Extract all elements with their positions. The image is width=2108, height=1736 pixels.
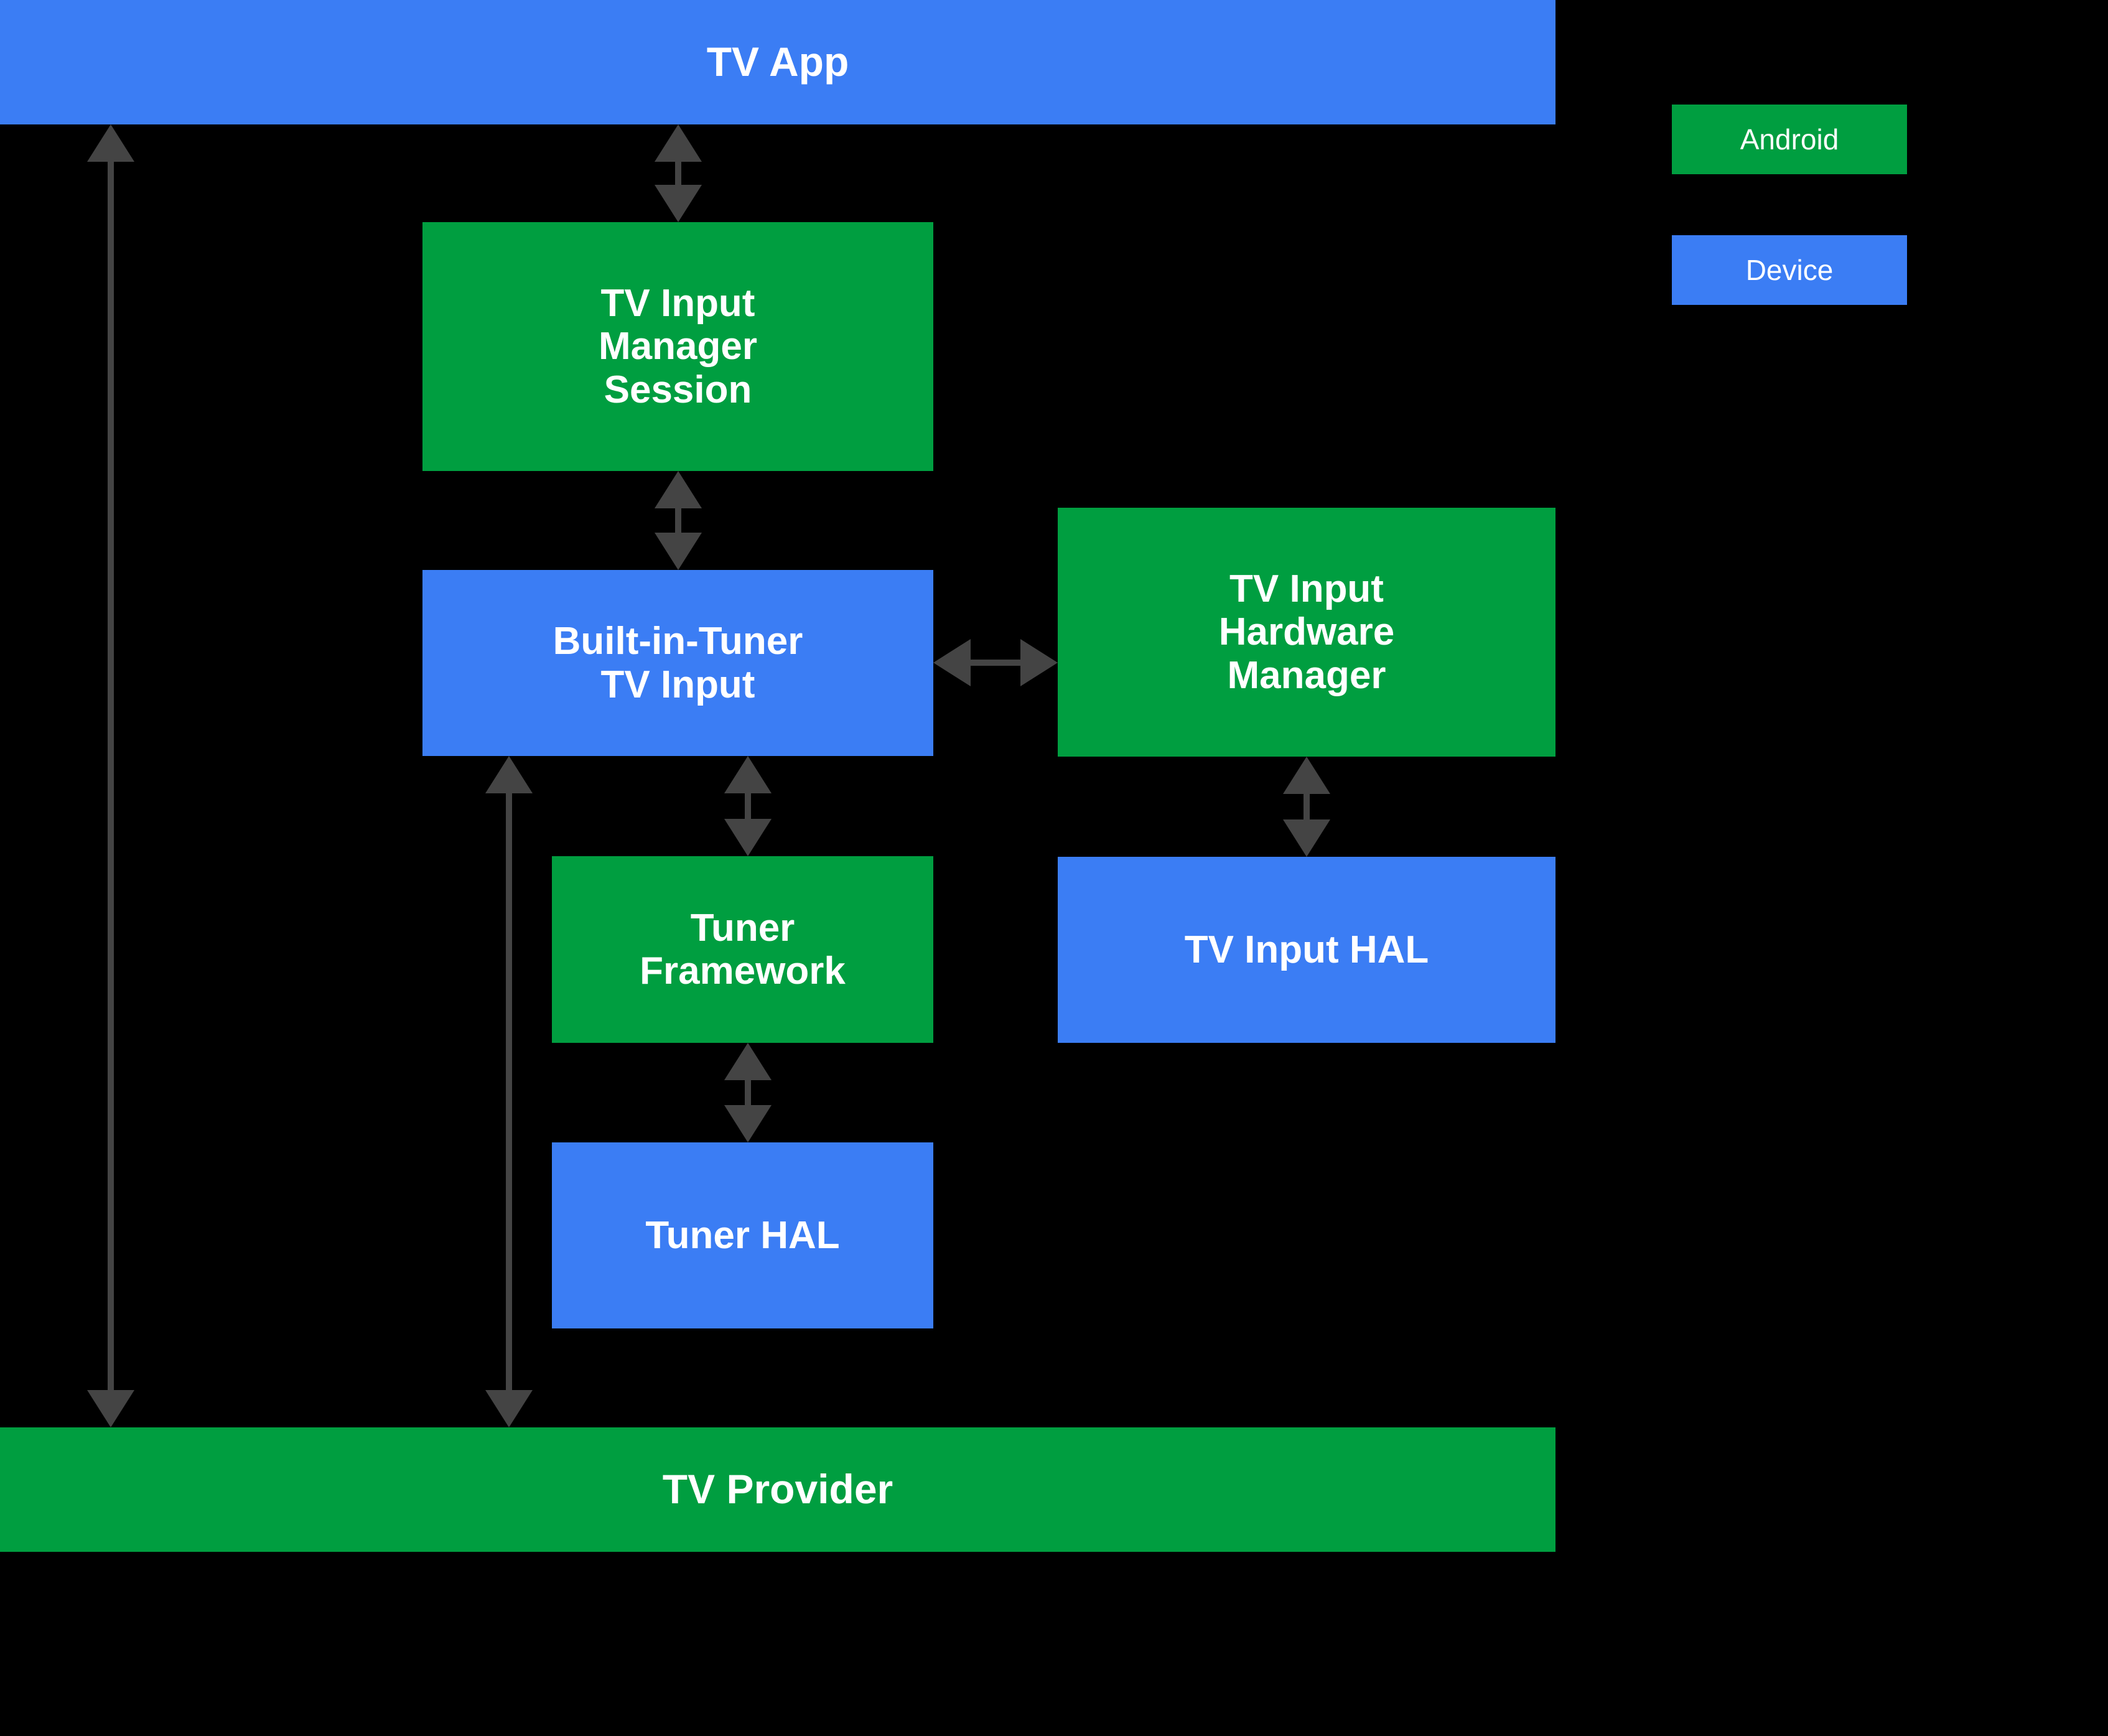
arrowhead-up [87,124,134,162]
arrowhead-up [1283,757,1330,794]
arrowhead-down [1283,819,1330,857]
arrowhead-down [724,1105,772,1142]
arrowhead-down [724,819,772,856]
arrow-shaft [108,159,114,1393]
arrowhead-down [655,185,702,222]
arrow-shaft [506,791,512,1393]
arrow-shaft [745,1076,751,1109]
arrow-built-in-tuner-tv-input-to-tv-input-hardware-manager [933,639,1058,686]
node-tv-provider: TV Provider [0,1427,1555,1552]
arrowhead-up [655,124,702,162]
arrowhead-right [1020,639,1058,686]
arrow-shaft [745,790,751,823]
arrowhead-down [87,1390,134,1427]
arrow-shaft [1304,790,1310,823]
node-tv-input-hal: TV Input HAL [1058,857,1555,1043]
arrow-shaft [675,157,681,190]
arrowhead-up [724,1043,772,1080]
arrow-tv-app-to-tv-input-manager-session [655,124,702,222]
node-tv-app: TV App [0,0,1555,124]
node-tuner-hal: Tuner HAL [552,1142,933,1328]
arrowhead-down [485,1390,533,1427]
legend-item-device: Device [1672,235,1907,305]
arrow-tv-provider-to-tv-app [87,124,134,1427]
arrow-shaft [967,660,1024,666]
arrowhead-down [655,533,702,570]
node-tuner-framework: Tuner Framework [552,856,933,1043]
arrow-tv-input-manager-session-to-built-in-tuner-tv-input [655,471,702,570]
arrow-tv-provider-to-built-in-tuner-tv-input [485,756,533,1427]
arrowhead-up [724,756,772,793]
node-tv-input-hardware-manager: TV Input Hardware Manager [1058,508,1555,757]
node-built-in-tuner-tv-input: Built-in-Tuner TV Input [422,570,933,756]
arrow-tuner-framework-to-tuner-hal [724,1043,772,1142]
legend-item-android: Android [1672,105,1907,174]
arrow-tv-input-hardware-manager-to-tv-input-hal [1283,757,1330,857]
arrowhead-up [485,756,533,793]
arrow-built-in-tuner-tv-input-to-tuner-framework [724,756,772,856]
arrowhead-up [655,471,702,508]
arrow-shaft [675,503,681,538]
node-tv-input-manager-session: TV Input Manager Session [422,222,933,471]
legend: Android Device [1672,105,1907,305]
arrowhead-left [933,639,971,686]
